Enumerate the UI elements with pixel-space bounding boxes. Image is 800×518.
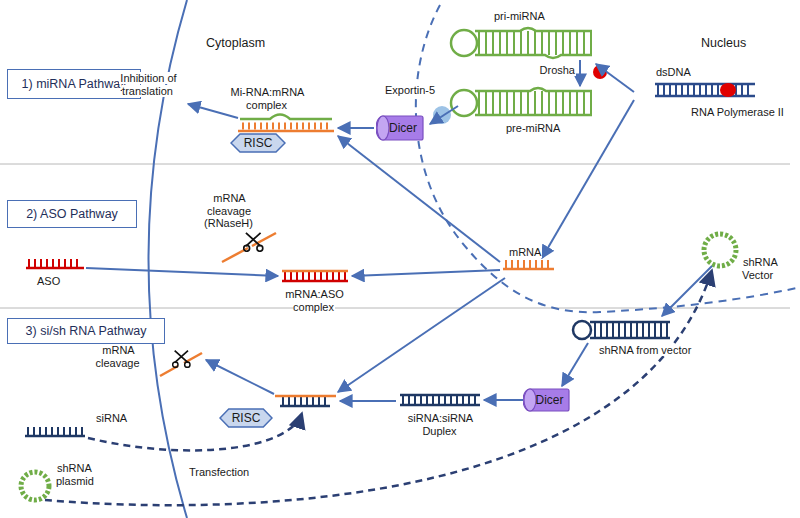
enzyme-label: RISC bbox=[232, 411, 261, 425]
label-text: Drosha bbox=[539, 64, 576, 76]
label-text: mRNA cleavage (RNaseH) bbox=[204, 192, 254, 229]
label-text: shRNA plasmid bbox=[56, 462, 95, 487]
annotation-label: mRNA bbox=[508, 246, 558, 259]
annotation-label: dsDNA bbox=[655, 66, 715, 79]
mrna-aso-complex bbox=[282, 271, 348, 281]
enzyme-label: Dicer bbox=[389, 121, 417, 135]
annotation-label: shRNA Vector bbox=[742, 256, 796, 281]
risc-complex: RISC bbox=[230, 133, 286, 153]
annotation-label: pri-miRNA bbox=[493, 10, 573, 23]
dsdna bbox=[655, 84, 755, 96]
label-text: pri-miRNA bbox=[493, 10, 546, 22]
annotation-label: siRNA bbox=[95, 412, 145, 425]
enzyme-label: RISC bbox=[244, 136, 273, 150]
label-text: mRNA cleavage bbox=[95, 344, 140, 369]
label-text: Mi-RNA:mRNA complex bbox=[230, 86, 305, 111]
label-text: RNA Polymerase II bbox=[690, 106, 785, 118]
enzyme-label: Dicer bbox=[535, 393, 563, 407]
annotation-label: Exportin-5 bbox=[370, 84, 450, 97]
aso-strand bbox=[26, 263, 84, 268]
mrna-strand bbox=[503, 264, 554, 269]
annotation-label: Nucleus bbox=[700, 36, 790, 50]
annotation-label: mRNA:ASO complex bbox=[266, 288, 362, 313]
pathway-title: 2) ASO Pathway bbox=[26, 207, 118, 221]
cleaved-mrna bbox=[222, 233, 276, 262]
pathway-title: 1) miRNA Pathway bbox=[22, 77, 127, 91]
dicer-enzyme: Dicer bbox=[523, 388, 570, 412]
sirna-duplex bbox=[400, 395, 480, 405]
label-text: siRNA bbox=[95, 412, 128, 424]
shrna-plasmid bbox=[21, 472, 49, 500]
annotation-label: shRNA from vector bbox=[598, 344, 708, 357]
annotation-label: Inhibition of translation bbox=[108, 72, 188, 97]
pre-mirna bbox=[451, 88, 592, 116]
scissors-icon bbox=[244, 233, 263, 251]
annotation-label: Mi-RNA:mRNA complex bbox=[226, 86, 308, 111]
label-text: Cytoplasm bbox=[205, 36, 266, 50]
pathway-box: 2) ASO Pathway bbox=[7, 200, 137, 228]
label-text: mRNA bbox=[508, 246, 542, 258]
annotation-label: pre-miRNA bbox=[505, 122, 585, 135]
label-text: shRNA from vector bbox=[598, 344, 692, 356]
transfection-arrows bbox=[45, 270, 712, 505]
rna-polymerase bbox=[720, 83, 736, 97]
annotation-label: ASO bbox=[36, 275, 76, 288]
annotation-label: shRNA plasmid bbox=[56, 462, 112, 487]
label-text: pre-miRNA bbox=[505, 122, 561, 134]
label-text: Inhibition of translation bbox=[119, 72, 176, 97]
annotation-label: siRNA:siRNA Duplex bbox=[398, 412, 482, 437]
pathway-title: 3) si/sh RNA Pathway bbox=[26, 324, 147, 338]
scissors-icon bbox=[173, 351, 190, 368]
annotation-label: mRNA cleavage (RNaseH) bbox=[196, 192, 262, 230]
annotation-label: mRNA cleavage bbox=[88, 344, 148, 369]
shrna-vector bbox=[704, 234, 736, 266]
label-text: dsDNA bbox=[655, 66, 692, 78]
label-text: mRNA:ASO complex bbox=[284, 288, 344, 313]
annotation-label: Cytoplasm bbox=[205, 36, 295, 50]
mirna-mrna-complex bbox=[238, 115, 334, 132]
label-text: siRNA:siRNA Duplex bbox=[407, 412, 473, 437]
annotation-label: Transfection bbox=[188, 466, 278, 479]
sirna-strand bbox=[25, 431, 85, 436]
arrows bbox=[86, 60, 712, 401]
label-text: Nucleus bbox=[700, 36, 747, 50]
label-text: Transfection bbox=[188, 466, 250, 478]
label-text: shRNA Vector bbox=[742, 256, 778, 281]
annotation-label: RNA Polymerase II bbox=[690, 106, 795, 119]
shrna-hairpin bbox=[573, 321, 670, 339]
separator bbox=[0, 164, 790, 165]
dicer-enzyme: Dicer bbox=[376, 115, 424, 141]
risc-mrna-complex bbox=[275, 396, 336, 406]
pri-mirna bbox=[451, 28, 592, 58]
label-text: ASO bbox=[36, 275, 61, 287]
pathway-box: 3) si/sh RNA Pathway bbox=[7, 318, 165, 344]
label-text: Exportin-5 bbox=[384, 84, 436, 96]
risc-complex: RISC bbox=[219, 408, 273, 428]
nuclear-envelope bbox=[416, 5, 797, 312]
annotation-label: Drosha bbox=[522, 64, 576, 77]
